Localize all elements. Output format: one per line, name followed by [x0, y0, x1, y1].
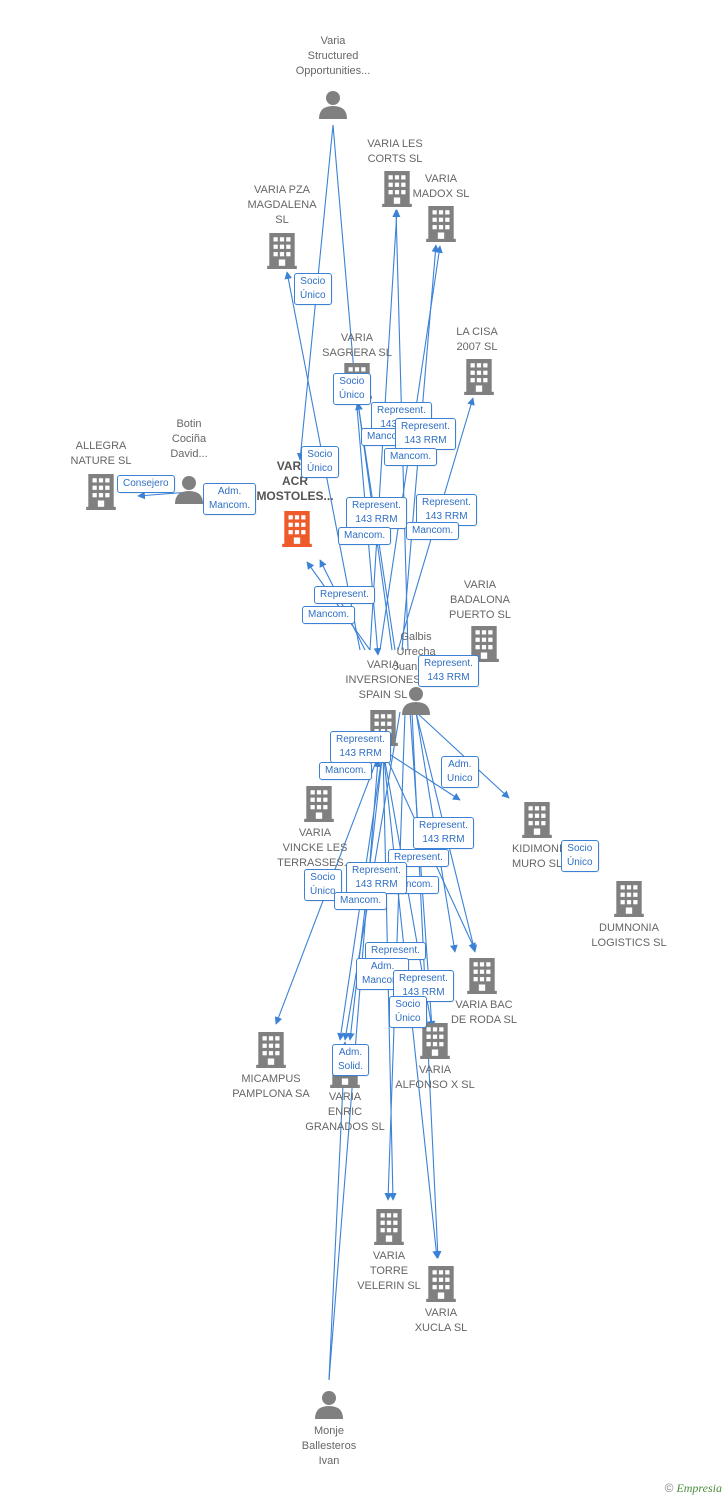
node-label-varia-alfonso[interactable]: VARIA ALFONSO X SL: [395, 1064, 475, 1091]
edge-label-25[interactable]: Mancom.: [334, 892, 388, 910]
edge-label-5[interactable]: Mancom.: [384, 448, 438, 466]
building-icon-kidimoni[interactable]: [522, 802, 552, 838]
node-label-varia-vincke[interactable]: VARIA VINCKE LES TERRASSES...: [277, 827, 353, 869]
building-icon-dumnonia[interactable]: [614, 881, 644, 917]
edge-label-29[interactable]: Socio Único: [389, 996, 427, 1028]
edge-label-24[interactable]: Represent. 143 RRM: [346, 862, 407, 894]
node-label-monje[interactable]: Monje Ballesteros Ivan: [301, 1425, 357, 1467]
edge-label-15[interactable]: Represent. 143 RRM: [418, 655, 479, 687]
node-label-micampus[interactable]: MICAMPUS PAMPLONA SA: [232, 1073, 310, 1100]
person-icon-varia-structured[interactable]: [319, 91, 347, 119]
node-label-varia-sagrera[interactable]: VARIA SAGRERA SL: [322, 332, 392, 359]
edge-line-14: [415, 711, 510, 799]
node-label-allegra[interactable]: ALLEGRA NATURE SL: [70, 440, 132, 467]
edge-label-30[interactable]: Adm. Solid.: [332, 1044, 370, 1076]
edge-label-6[interactable]: Socio Único: [333, 373, 371, 405]
node-label-kidimoni[interactable]: KIDIMONI MURO SL: [511, 843, 563, 870]
building-icon-allegra[interactable]: [86, 474, 116, 510]
node-label-varia-pza-magdalena[interactable]: VARIA PZA MAGDALENA SL: [247, 184, 317, 226]
building-icon-varia-madox[interactable]: [426, 206, 456, 242]
node-label-varia-badalona[interactable]: VARIA BADALONA PUERTO SL: [449, 579, 511, 621]
edge-label-14[interactable]: Mancom.: [302, 606, 356, 624]
node-label-botin[interactable]: Botin Cociña David...: [170, 418, 208, 460]
edges-layer: [137, 124, 510, 1381]
node-label-la-cisa[interactable]: LA CISA 2007 SL: [456, 326, 498, 353]
edge-label-11[interactable]: Represent. 143 RRM: [416, 494, 477, 526]
edge-label-9[interactable]: Represent. 143 RRM: [346, 497, 407, 529]
building-icon-varia-alfonso[interactable]: [420, 1023, 450, 1059]
copyright: ©Empresia: [665, 1481, 722, 1496]
building-icon-varia-pza-magdalena[interactable]: [267, 233, 297, 269]
edge-label-1[interactable]: Socio Único: [301, 446, 339, 478]
edge-label-10[interactable]: Mancom.: [338, 527, 392, 545]
edge-label-0[interactable]: Socio Único: [294, 273, 332, 305]
node-label-varia-xucla[interactable]: VARIA XUCLA SL: [414, 1307, 468, 1334]
edge-line-28: [382, 749, 461, 801]
node-label-dumnonia[interactable]: DUMNONIA LOGISTICS SL: [591, 922, 667, 949]
brand-name: Empresia: [676, 1481, 722, 1495]
node-label-varia-structured[interactable]: Varia Structured Opportunities...: [295, 35, 371, 77]
edge-label-20[interactable]: Represent. 143 RRM: [413, 817, 474, 849]
building-icon-micampus[interactable]: [256, 1032, 286, 1068]
node-label-varia-madox[interactable]: VARIA MADOX SL: [412, 173, 470, 200]
building-icon-varia-acr[interactable]: [282, 511, 312, 547]
edge-line-30: [328, 1041, 349, 1381]
node-label-varia-torre[interactable]: VARIA TORRE VELERIN SL: [357, 1250, 421, 1292]
node-label-varia-enric[interactable]: VARIA ENRIC GRANADOS SL: [305, 1091, 385, 1133]
node-label-varia-inversiones[interactable]: VARIA INVERSIONES SPAIN SL: [345, 659, 421, 701]
node-label-varia-les-corts[interactable]: VARIA LES CORTS SL: [367, 138, 423, 165]
building-icon-varia-torre[interactable]: [374, 1209, 404, 1245]
building-icon-la-cisa[interactable]: [464, 359, 494, 395]
person-icon-botin[interactable]: [175, 476, 203, 504]
edge-label-13[interactable]: Represent.: [314, 586, 375, 604]
edge-label-16[interactable]: Represent. 143 RRM: [330, 731, 391, 763]
person-icon-monje[interactable]: [315, 1391, 343, 1419]
edge-label-8[interactable]: Adm. Mancom.: [203, 483, 257, 515]
edge-label-23[interactable]: Socio Único: [561, 840, 599, 872]
edge-label-12[interactable]: Mancom.: [406, 522, 460, 540]
building-icon-varia-vincke[interactable]: [304, 786, 334, 822]
edge-label-18[interactable]: Adm. Unico: [441, 756, 479, 788]
edge-line-13: [319, 559, 366, 651]
copyright-symbol: ©: [664, 1481, 674, 1495]
edge-label-17[interactable]: Mancom.: [319, 762, 373, 780]
edge-label-4[interactable]: Represent. 143 RRM: [395, 418, 456, 450]
building-icon-varia-bac-roda[interactable]: [467, 958, 497, 994]
edge-label-7[interactable]: Consejero: [117, 475, 175, 493]
node-label-varia-bac-roda[interactable]: VARIA BAC DE RODA SL: [450, 999, 518, 1026]
